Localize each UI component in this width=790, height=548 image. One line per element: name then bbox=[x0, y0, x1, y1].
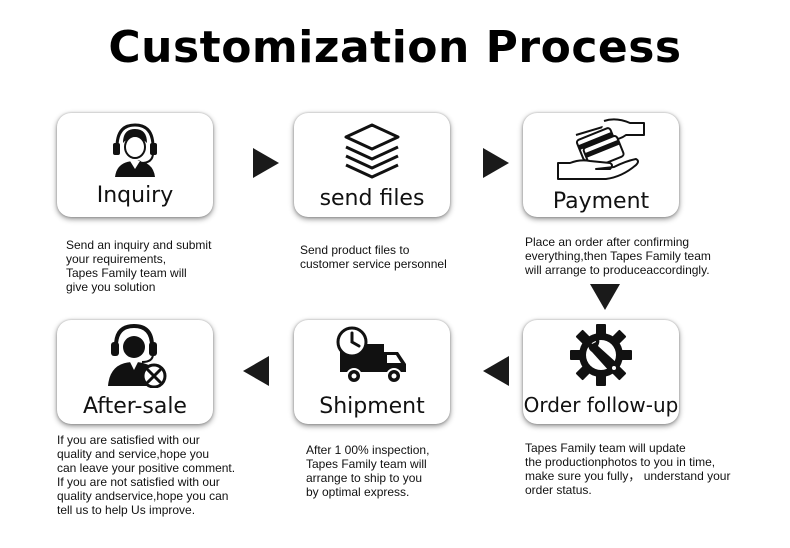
arrow-down-icon bbox=[590, 284, 620, 310]
step-card-inquiry: Inquiry bbox=[57, 113, 213, 217]
step-label: Inquiry bbox=[96, 183, 174, 208]
step-card-order-follow-up: Order follow-up bbox=[523, 320, 679, 424]
payment-hands-icon bbox=[557, 118, 645, 180]
page-title: Customization Process bbox=[108, 22, 682, 73]
step-description: Send product files to customer service p… bbox=[300, 243, 447, 271]
step-label: Payment bbox=[552, 189, 650, 214]
step-label: send files bbox=[319, 186, 425, 211]
arrow-right-icon bbox=[253, 148, 279, 178]
arrow-right-icon bbox=[483, 148, 509, 178]
step-card-shipment: Shipment bbox=[294, 320, 450, 424]
step-description: Send an inquiry and submit your requirem… bbox=[66, 238, 212, 294]
customer-service-icon bbox=[113, 123, 157, 177]
step-card-payment: Payment bbox=[523, 113, 679, 217]
step-label: Order follow-up bbox=[523, 393, 679, 417]
arrow-left-icon bbox=[243, 356, 269, 386]
arrow-left-icon bbox=[483, 356, 509, 386]
file-stack-icon bbox=[344, 123, 400, 179]
step-description: Place an order after confirming everythi… bbox=[525, 235, 711, 277]
step-description: After 1 00% inspection, Tapes Family tea… bbox=[306, 443, 430, 499]
step-description: Tapes Family team will update the produc… bbox=[525, 441, 731, 497]
gear-wrench-icon bbox=[570, 324, 632, 386]
step-label: Shipment bbox=[319, 394, 425, 419]
step-card-send-files: send files bbox=[294, 113, 450, 217]
step-description: If you are satisfied with our quality an… bbox=[57, 433, 236, 517]
step-label: After-sale bbox=[83, 394, 187, 419]
delivery-truck-icon bbox=[336, 326, 406, 384]
after-sale-support-icon bbox=[108, 323, 167, 388]
step-card-after-sale: After-sale bbox=[57, 320, 213, 424]
